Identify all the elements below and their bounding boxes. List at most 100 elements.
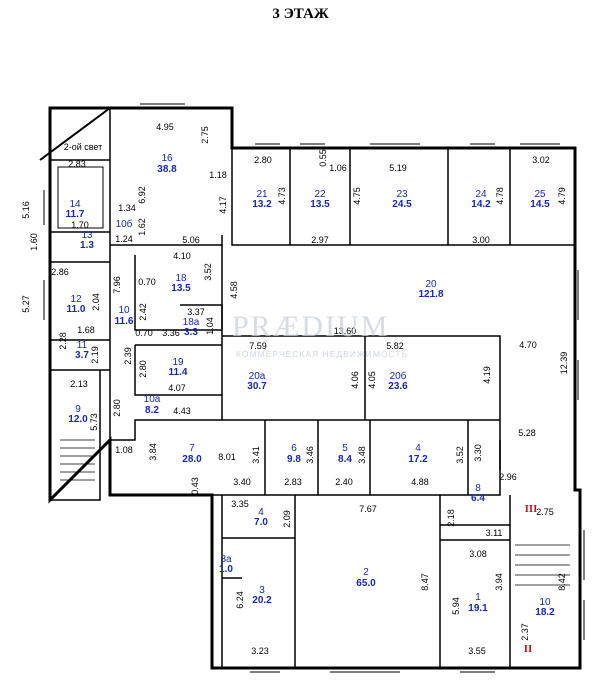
dim-label: 2.28 [58, 332, 68, 350]
dim-label: 7.59 [249, 341, 267, 351]
dimension-labels: 4.95 2.75 2.80 0.55 1.06 5.19 3.02 2-ой … [21, 122, 569, 656]
room-20a-number: 20а [249, 371, 266, 382]
dim-label: 2.83 [284, 477, 302, 487]
room-20b-area: 23.6 [388, 381, 408, 392]
walls [39, 103, 585, 673]
dim-label: 2.42 [138, 303, 148, 321]
room-13-area: 1.3 [80, 240, 94, 251]
dim-label: 6.92 [137, 186, 147, 204]
room-14-number: 14 [69, 199, 81, 210]
dim-label: 5.27 [21, 295, 31, 313]
room-10c-area: 18.2 [535, 607, 555, 618]
room-4b-area: 7.0 [254, 517, 268, 528]
room-12-area: 11.0 [67, 304, 86, 315]
room-labels: 16 38.8 21 13.2 22 13.5 23 24.5 24 14.2 … [66, 153, 556, 618]
dim-label: 8.47 [420, 573, 430, 591]
dim-label: 2.13 [70, 379, 88, 389]
dim-label: 2.19 [90, 346, 100, 364]
room-7-number: 7 [189, 443, 195, 454]
room-10a-area: 8.2 [145, 405, 159, 416]
dim-label: 3.46 [305, 446, 315, 464]
dim-label: 2.37 [520, 623, 530, 641]
dim-label: 5.94 [451, 597, 461, 615]
dim-label: 3.84 [148, 443, 158, 461]
room-22-number: 22 [314, 189, 326, 200]
dim-label: 3.40 [233, 477, 251, 487]
room-18a-area: 3.3 [184, 327, 198, 338]
room-18-area: 13.5 [171, 283, 191, 294]
dim-label: 1.06 [329, 163, 347, 173]
dim-label: 1.62 [137, 218, 147, 236]
room-1-area: 19.1 [468, 603, 488, 614]
watermark-logo: PRÆDIUM [232, 310, 390, 343]
dim-label: 2.96 [499, 472, 517, 482]
dim-label: 12.39 [559, 352, 569, 375]
dim-label: 1.68 [77, 325, 95, 335]
room-9-area: 12.0 [68, 414, 88, 425]
second-light-label: 2-ой свет [64, 142, 103, 152]
dim-label: 2.18 [446, 509, 456, 527]
room-2-area: 65.0 [356, 578, 376, 589]
room-10b-number: 10б [116, 218, 133, 230]
dim-label: 2.80 [254, 155, 272, 165]
room-21-number: 21 [256, 189, 268, 200]
dim-label: 3.48 [357, 446, 367, 464]
room-21-area: 13.2 [252, 199, 272, 210]
dim-label: 2.09 [282, 510, 292, 528]
dim-label: 4.70 [519, 340, 537, 350]
dim-label: 5.73 [89, 413, 99, 431]
stair-marker-ii: II [524, 643, 533, 655]
dim-label: 5.28 [518, 428, 536, 438]
stair-marker-iii: III [525, 503, 538, 515]
dim-label: 2.86 [51, 267, 69, 277]
dim-label: 3.52 [203, 263, 213, 281]
dim-label: 5.82 [386, 341, 404, 351]
room-11-number: 11 [77, 340, 88, 351]
room-25-area: 14.5 [530, 199, 550, 210]
room-4b-number: 4 [258, 507, 264, 518]
dim-label: 2.83 [68, 159, 86, 169]
dim-label: 4.19 [482, 366, 492, 384]
room-19-number: 19 [172, 357, 184, 368]
dim-label: 2.80 [112, 399, 122, 417]
room-14-area: 11.7 [66, 209, 85, 220]
room-8-area: 6.4 [471, 493, 485, 504]
room-3-number: 3 [259, 585, 265, 596]
room-19-area: 11.4 [169, 367, 188, 378]
room-10c-number: 10 [539, 597, 551, 608]
dim-label: 3.41 [251, 446, 261, 464]
room-23-area: 24.5 [392, 199, 412, 210]
room-4-area: 17.2 [408, 454, 428, 465]
dim-label: 2.04 [91, 293, 101, 311]
dim-label: 3.52 [455, 446, 465, 464]
dim-label: 7.67 [359, 504, 377, 514]
room-6-area: 9.8 [287, 454, 301, 465]
room-6-number: 6 [291, 443, 297, 454]
dim-label: 3.36 [162, 328, 180, 338]
dim-label: 3.37 [187, 307, 205, 317]
room-24-number: 24 [475, 189, 487, 200]
room-22-area: 13.5 [310, 199, 330, 210]
dim-label: 4.10 [173, 251, 191, 261]
room-18-number: 18 [175, 273, 187, 284]
dim-label: 4.07 [168, 383, 186, 393]
room-10a-number: 10а [144, 394, 161, 405]
dim-label: 2.97 [311, 235, 329, 245]
dim-label: 2.39 [123, 347, 133, 365]
room-9-number: 9 [75, 404, 81, 415]
dim-label: 4.88 [411, 477, 429, 487]
dim-label: 1.24 [115, 234, 133, 244]
dim-label: 4.75 [352, 187, 362, 205]
dim-label: 4.79 [557, 187, 567, 205]
room-10-number: 10 [118, 305, 130, 316]
room-18a-number: 18а [183, 317, 200, 328]
room-3a-area: 1.0 [219, 564, 233, 575]
room-16-area: 38.8 [157, 164, 177, 175]
dim-label: 3.35 [231, 499, 249, 509]
room-16-number: 16 [161, 153, 173, 164]
dim-label: 2.75 [200, 126, 210, 144]
dim-label: 4.78 [495, 187, 505, 205]
dim-label: 2.80 [138, 360, 148, 378]
room-13-number: 13 [81, 230, 93, 241]
dim-label: 3.94 [494, 573, 504, 591]
